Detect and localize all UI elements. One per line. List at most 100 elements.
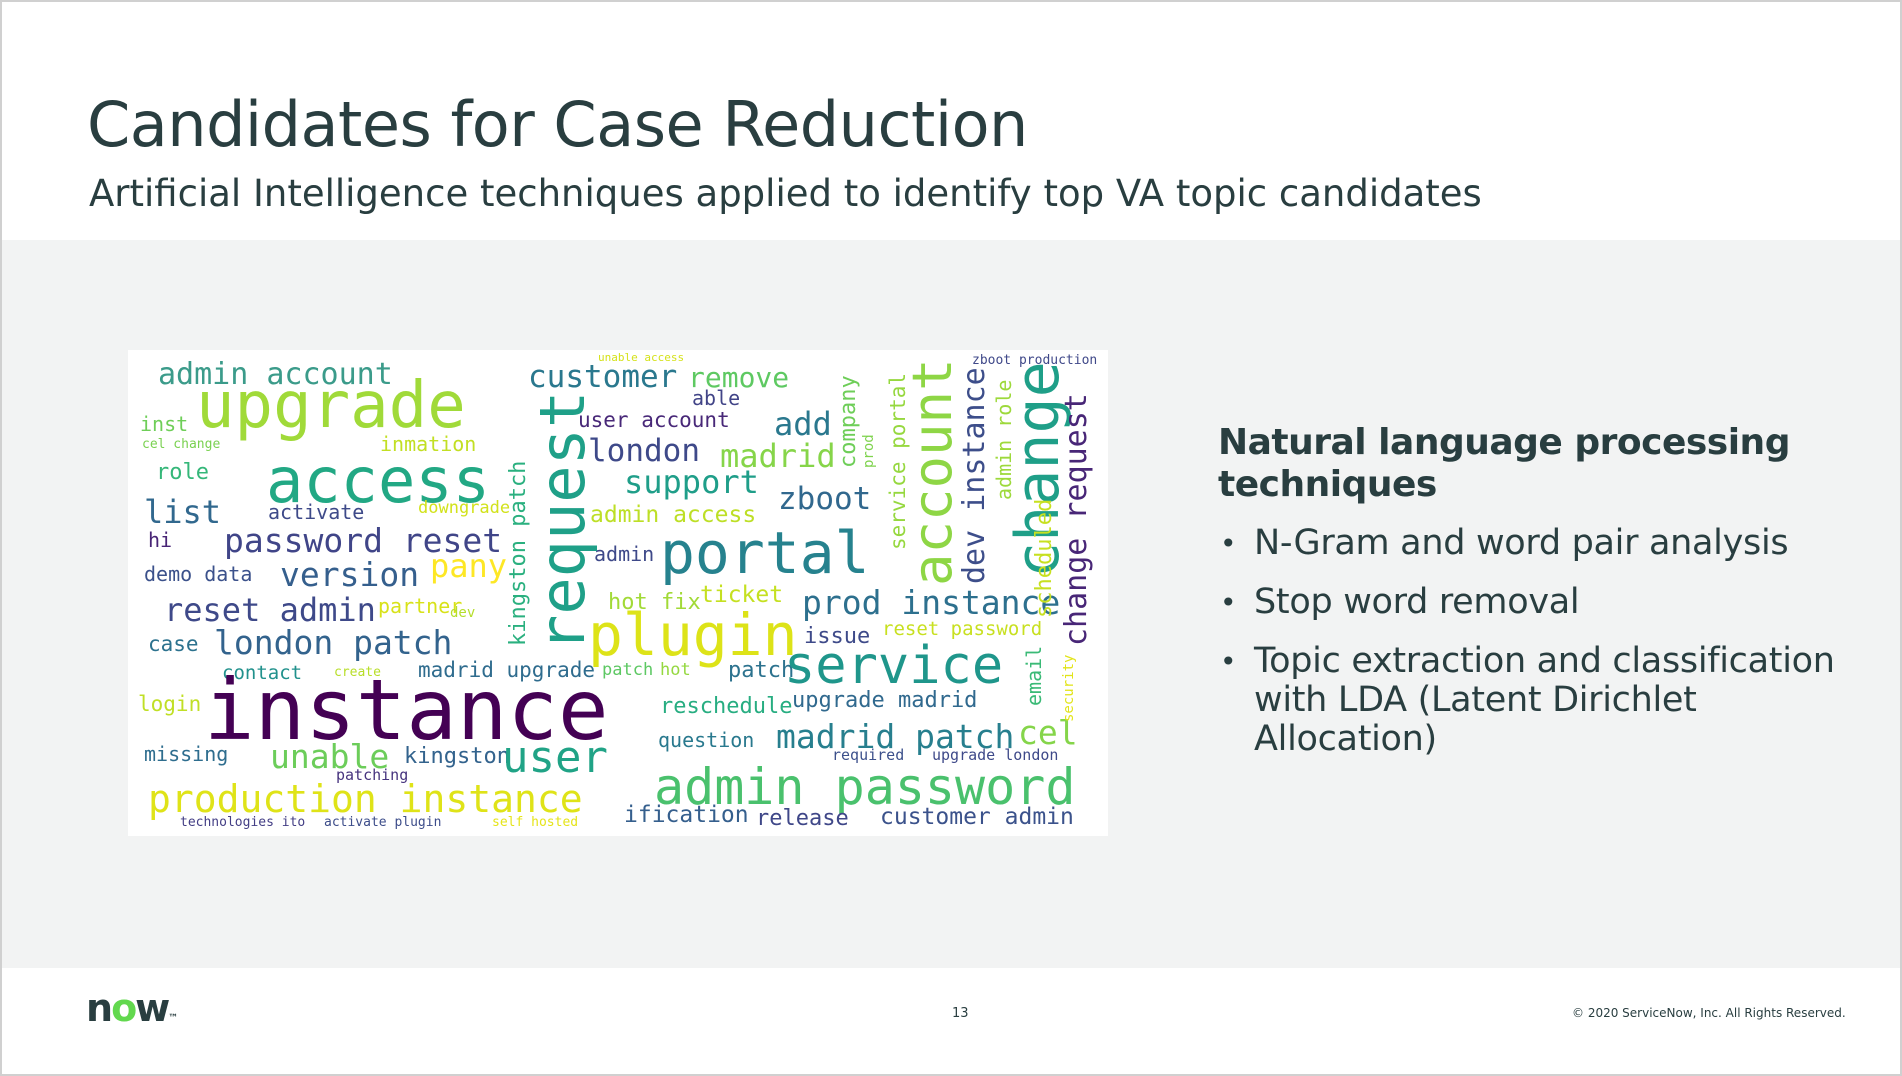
cloud-word: inmation [380,432,477,456]
bullet-icon: • [1220,645,1237,678]
cloud-word: demo data [144,562,253,586]
cloud-word: zboot [778,481,872,517]
cloud-word: hot [660,660,691,680]
slide-title: Candidates for Case Reduction [87,88,1028,161]
cloud-word: remove [688,361,790,394]
logo-o-icon: o [111,986,137,1030]
cloud-word: user account [578,408,730,432]
list-item: • Stop word removal [1218,583,1858,622]
cloud-word-vertical: kingston patch [506,460,531,646]
cloud-word: reset admin [164,591,376,629]
cloud-word: add [774,405,832,443]
cloud-word: pany [430,547,508,585]
logo-text: n [86,986,113,1030]
cloud-word: admin account [158,357,393,392]
cloud-word: contact [222,662,303,684]
cloud-word: upgrade london [932,746,1059,764]
cloud-word: unable [270,737,390,776]
cloud-word: unable access [598,351,685,364]
cloud-word: release [756,806,849,831]
cloud-word-vertical: prod [861,434,877,468]
cloud-word: ticket [700,582,784,608]
cloud-word: plugin [588,601,798,669]
cloud-word: hi [148,528,173,552]
cloud-word: technologies ito [180,815,306,830]
techniques-panel: Natural language processing techniques •… [1218,422,1858,779]
slide-header: Candidates for Case Reduction Artificial… [2,2,1900,240]
cloud-word: admin access [590,502,757,528]
cloud-word: cel [1018,713,1078,752]
cloud-word: required [832,746,905,764]
cloud-word-vertical: dev instance [957,367,992,584]
cloud-word: madrid patch [776,717,1015,756]
cloud-word: patch [602,660,654,680]
cloud-word: hot fix [608,590,701,615]
cloud-word: access [266,444,490,517]
cloud-word: customer admin [880,804,1074,830]
cloud-word: patch [728,658,795,683]
trademark-mark: ™ [168,1013,179,1024]
servicenow-logo: now™ [86,986,178,1030]
cloud-word: admin [594,542,655,566]
cloud-word: role [156,460,209,485]
cloud-word: madrid [720,437,836,475]
cloud-word: production instance [148,777,583,821]
cloud-word: self hosted [492,815,579,830]
cloud-word-vertical: company [836,375,861,468]
cloud-word: reset password [882,618,1043,640]
cloud-word: customer [528,359,678,395]
cloud-word: dev [450,605,476,621]
cloud-word: partner [378,594,463,618]
cloud-word: login [138,692,202,716]
logo-text: w [135,986,170,1030]
cloud-word: list [144,493,222,531]
cloud-word: service [784,636,1004,696]
word-cloud-image: admin account upgrade customer remove ab… [128,350,1108,836]
cloud-word: issue [804,624,871,649]
cloud-word: activate [268,500,365,524]
list-item-text: N-Gram and word pair analysis [1254,523,1789,563]
cloud-word: reschedule [660,694,793,719]
cloud-word: downgrade [418,498,511,518]
copyright-notice: © 2020 ServiceNow, Inc. All Rights Reser… [1572,1006,1846,1020]
cloud-word: password reset [224,521,503,560]
page-number: 13 [952,1006,969,1021]
cloud-word: activate plugin [324,815,442,830]
techniques-list: • N-Gram and word pair analysis • Stop wor… [1218,524,1858,759]
cloud-word: london patch [214,623,453,662]
cloud-word: missing [144,742,229,766]
cloud-word: ification [624,802,749,828]
bullet-icon: • [1220,586,1237,619]
list-item-text: Topic extraction and classification with… [1254,641,1835,759]
cloud-word-vertical: account [901,358,964,586]
panel-heading: Natural language processing techniques [1218,422,1790,505]
cloud-word: case [148,632,199,656]
cloud-word: inst [140,412,189,436]
cloud-word-vertical: change request [1059,393,1094,646]
cloud-word: portal [660,519,870,587]
cloud-word: zboot production [972,353,1098,368]
cloud-word: patching [336,766,409,784]
list-item-text: Stop word removal [1254,582,1580,622]
cloud-word: madrid upgrade [418,658,596,682]
cloud-word: create [334,665,381,680]
cloud-word: able [692,386,741,410]
cloud-word-vertical: security [1061,654,1077,722]
cloud-word-vertical: email [1022,645,1046,706]
slide-footer: now™ 13 © 2020 ServiceNow, Inc. All Righ… [2,968,1900,1074]
cloud-word-vertical: scheduled [1032,498,1057,618]
cloud-word: kingston [404,744,510,769]
list-item: • Topic extraction and classification wit… [1218,642,1858,759]
bullet-icon: • [1220,527,1237,560]
cloud-word: support [624,463,759,501]
cloud-word: user [502,732,608,783]
cloud-word: version [280,555,420,594]
slide-subtitle: Artificial Intelligence techniques appli… [89,172,1482,215]
cloud-word: london [588,433,700,469]
cloud-word: instance [204,661,609,759]
cloud-word-vertical: request [526,390,599,652]
cloud-word: admin password [654,758,1076,816]
cloud-word: prod instance [802,583,1061,622]
slide-content: admin account upgrade customer remove ab… [2,240,1900,968]
